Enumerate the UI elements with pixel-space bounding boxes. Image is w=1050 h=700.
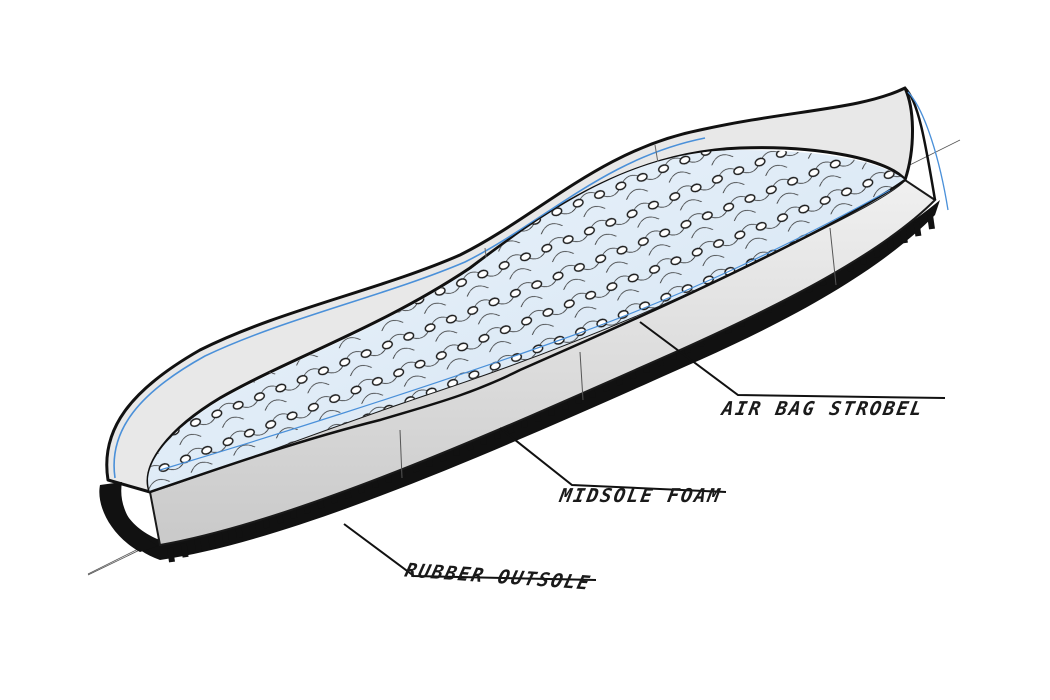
tread-tooth xyxy=(927,214,935,230)
tread-tooth xyxy=(194,537,203,553)
air-bag-strobel xyxy=(148,150,906,494)
tread-tooth xyxy=(913,221,922,237)
tread-tooth xyxy=(180,542,189,558)
heel-end xyxy=(99,482,158,552)
label-air-bag-strobel: AIR BAG STROBEL xyxy=(720,398,926,420)
tread-tooth xyxy=(899,228,908,244)
callout-leaders xyxy=(343,321,946,581)
label-midsole-foam: MIDSOLE FOAM xyxy=(558,485,724,507)
sole-rim xyxy=(105,86,914,494)
tread-tooth xyxy=(167,547,175,563)
toe-tip xyxy=(904,87,949,211)
tread-tooth xyxy=(207,533,216,548)
